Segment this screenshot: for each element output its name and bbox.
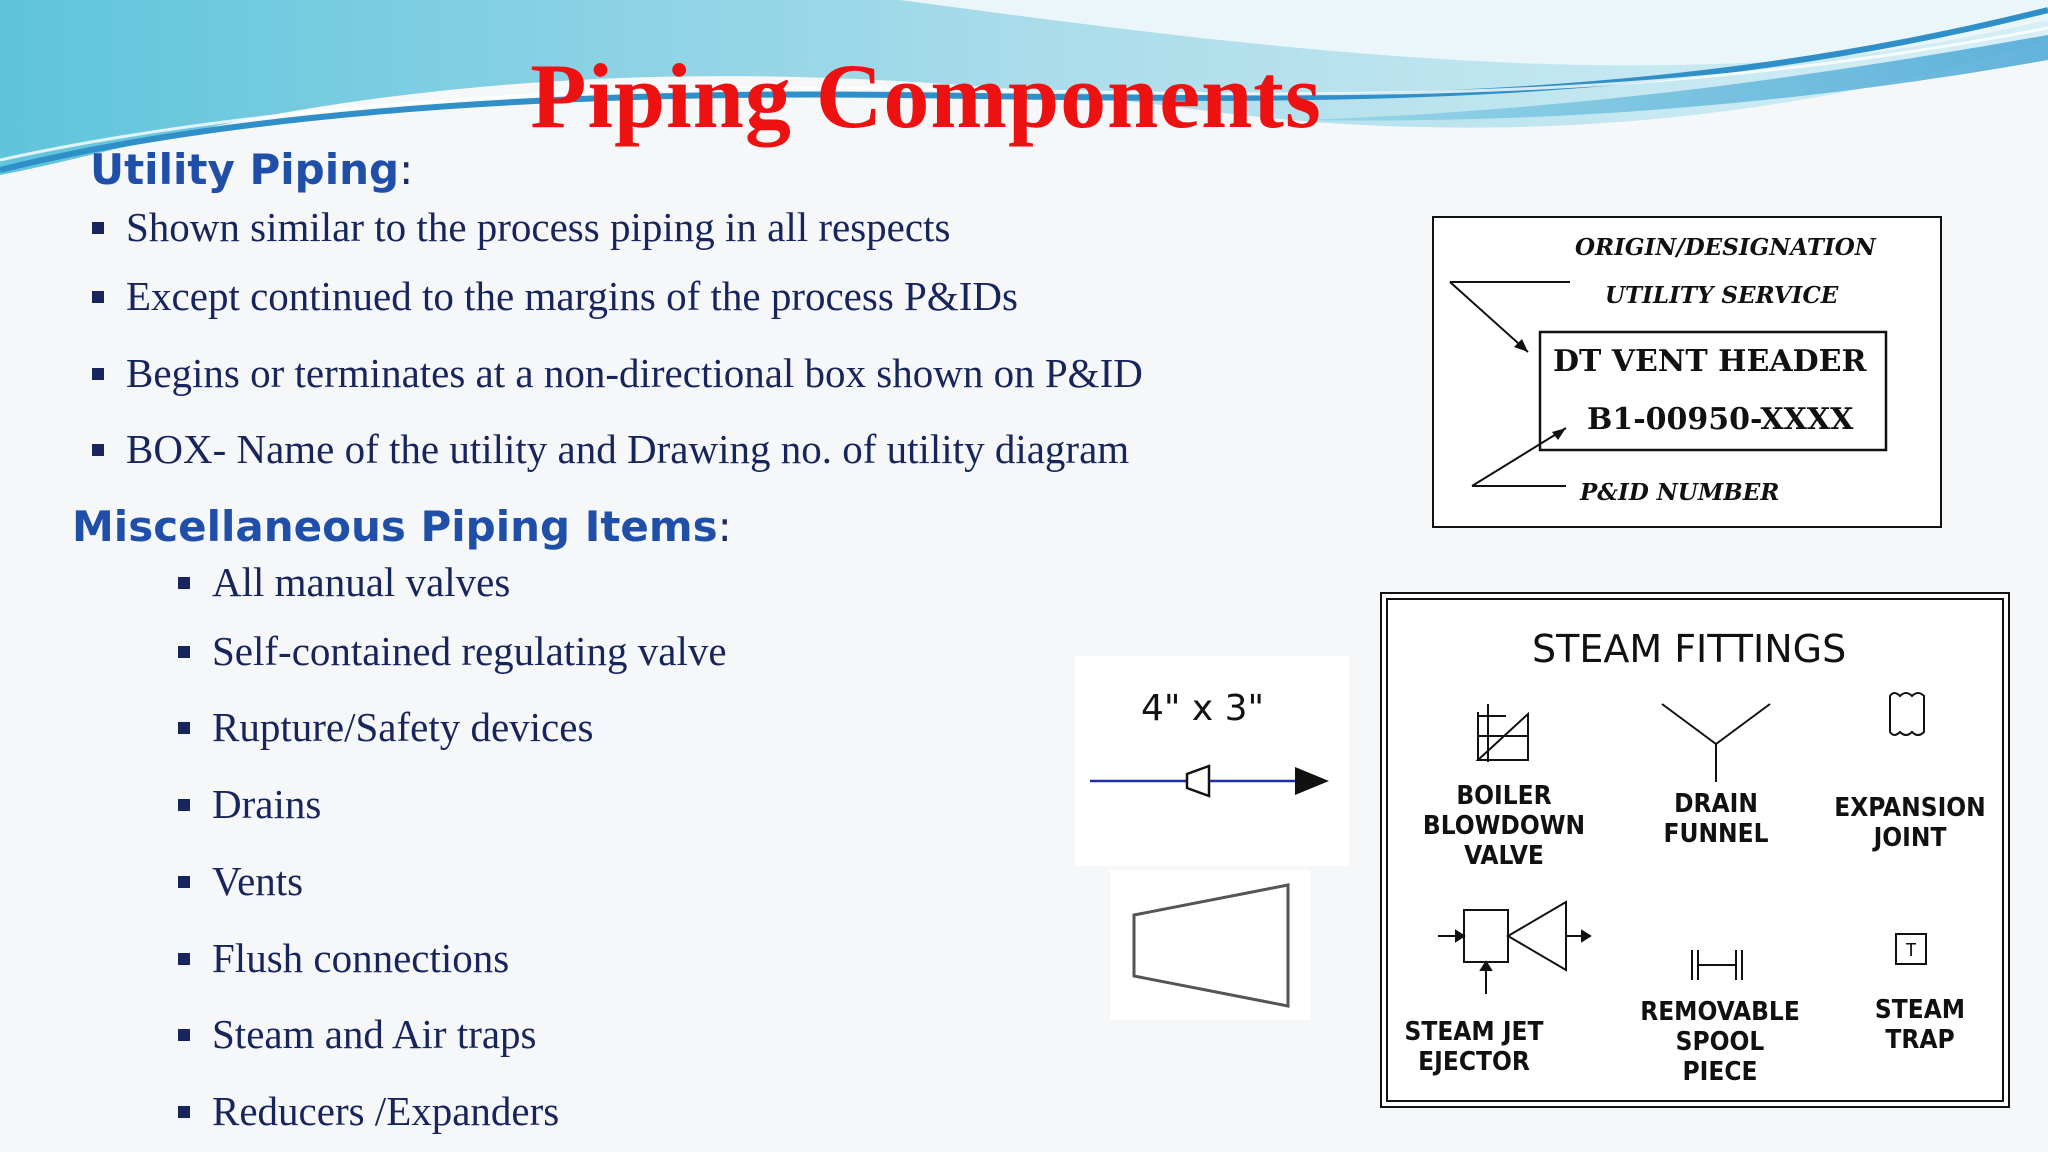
fitting-label-line: DRAIN	[1674, 789, 1758, 819]
misc-bullet-text: All manual valves	[212, 559, 511, 605]
reducer-size-label: 4" x 3"	[1141, 688, 1264, 729]
bullet-square-icon	[92, 221, 104, 234]
arrowhead-icon	[1552, 428, 1566, 440]
bullet-square-icon	[178, 721, 190, 734]
steam-fittings-panel: STEAM FITTINGS BOILER BLOWDOWN VALVE DRA…	[1380, 592, 2010, 1108]
box-line-2: B1-00950-XXXX	[1587, 402, 1854, 437]
utility-box-diagram: ORIGIN/DESIGNATION UTILITY SERVICE DT VE…	[1432, 216, 1942, 528]
slide-title: Piping Components	[530, 45, 1322, 147]
bullet-square-icon	[178, 952, 190, 965]
utility-bullet: Begins or terminates at a non-directiona…	[92, 349, 1143, 397]
expansion-joint-icon	[1889, 692, 1925, 736]
misc-bullet: Rupture/Safety devices	[178, 703, 593, 751]
bullet-square-icon	[92, 290, 104, 303]
pointer-line	[1449, 281, 1529, 353]
bullet-square-icon	[178, 875, 190, 888]
steam-fittings-title: STEAM FITTINGS	[1532, 627, 1846, 671]
fitting-label-line: BLOWDOWN	[1423, 811, 1585, 841]
utility-bullet: Shown similar to the process piping in a…	[92, 203, 950, 251]
utility-service-label: UTILITY SERVICE	[1605, 282, 1839, 309]
bullet-square-icon	[92, 367, 104, 380]
bullet-square-icon	[92, 443, 104, 456]
misc-bullet: Self-contained regulating valve	[178, 627, 727, 675]
misc-bullet: Reducers /Expanders	[178, 1087, 559, 1135]
diagram-background	[1075, 656, 1349, 866]
fitting-label-line: EXPANSION	[1834, 793, 1985, 823]
removable-spool-piece-icon	[1691, 950, 1743, 980]
fitting-label-line: EJECTOR	[1418, 1047, 1530, 1077]
misc-bullet-text: Drains	[212, 781, 322, 827]
fitting-label-line: REMOVABLE	[1640, 997, 1800, 1027]
utility-piping-heading-text: Utility Piping	[90, 145, 400, 194]
panel-outer-border	[1380, 592, 2010, 1108]
pid-number-label: P&ID NUMBER	[1579, 479, 1779, 506]
flow-arrow-icon	[1295, 767, 1329, 795]
utility-bullet-text: Shown similar to the process piping in a…	[126, 204, 951, 250]
fitting-label-line: BOILER	[1456, 781, 1551, 811]
bullet-square-icon	[178, 798, 190, 811]
utility-bullet: BOX- Name of the utility and Drawing no.…	[92, 425, 1129, 473]
trap-symbol-letter: T	[1906, 940, 1917, 961]
bullet-square-icon	[178, 576, 190, 589]
steam-jet-ejector-icon	[1438, 900, 1592, 994]
misc-bullet: Drains	[178, 780, 321, 828]
utility-name-box	[1538, 330, 1888, 452]
reducer-icon	[1185, 764, 1211, 798]
box-line-1: DT VENT HEADER	[1553, 344, 1867, 379]
boiler-blowdown-valve-icon	[1475, 704, 1529, 762]
misc-bullet-text: Self-contained regulating valve	[212, 628, 727, 674]
misc-piping-heading: Miscellaneous Piping Items:	[72, 503, 732, 551]
misc-bullet-text: Rupture/Safety devices	[212, 704, 594, 750]
heading-colon: :	[399, 145, 414, 194]
origin-label: ORIGIN/DESIGNATION	[1575, 234, 1877, 261]
bullet-square-icon	[178, 645, 190, 658]
reducer-line-diagram: 4" x 3"	[1075, 656, 1349, 866]
misc-bullet-text: Steam and Air traps	[212, 1011, 537, 1057]
misc-bullet-text: Reducers /Expanders	[212, 1088, 560, 1134]
misc-piping-heading-text: Miscellaneous Piping Items	[72, 502, 718, 551]
panel-inner-border	[1386, 598, 2004, 1102]
utility-bullet: Except continued to the margins of the p…	[92, 272, 1018, 320]
misc-bullet-text: Vents	[212, 858, 304, 904]
reducer-shape-diagram	[1110, 870, 1310, 1020]
fitting-label-line: STEAM	[1875, 995, 1965, 1025]
bullet-square-icon	[178, 1105, 190, 1118]
fitting-label-line: JOINT	[1872, 823, 1947, 853]
drain-funnel-icon	[1661, 703, 1771, 782]
utility-bullet-text: BOX- Name of the utility and Drawing no.…	[126, 426, 1130, 472]
header-wave-graphic	[0, 0, 2048, 175]
steam-trap-icon: T	[1895, 933, 1927, 965]
heading-colon: :	[717, 502, 732, 551]
bullet-square-icon	[178, 1028, 190, 1041]
fitting-label-line: PIECE	[1683, 1057, 1758, 1087]
misc-bullet: Steam and Air traps	[178, 1010, 537, 1058]
fitting-label-line: SPOOL	[1676, 1027, 1765, 1057]
misc-bullet-text: Flush connections	[212, 935, 510, 981]
utility-bullet-text: Except continued to the margins of the p…	[126, 273, 1018, 319]
fitting-label-line: VALVE	[1464, 841, 1544, 871]
misc-bullet: Flush connections	[178, 934, 509, 982]
fitting-label-line: TRAP	[1885, 1025, 1954, 1055]
reducer-shape-icon	[1132, 883, 1290, 1008]
utility-bullet-text: Begins or terminates at a non-directiona…	[126, 350, 1143, 396]
misc-bullet: Vents	[178, 857, 303, 905]
fitting-label-line: STEAM JET	[1405, 1017, 1544, 1047]
arrowhead-icon	[1514, 339, 1528, 352]
utility-piping-heading: Utility Piping:	[90, 146, 413, 194]
misc-bullet: All manual valves	[178, 558, 510, 606]
fitting-label-line: FUNNEL	[1663, 819, 1768, 849]
pointer-line	[1471, 427, 1567, 487]
